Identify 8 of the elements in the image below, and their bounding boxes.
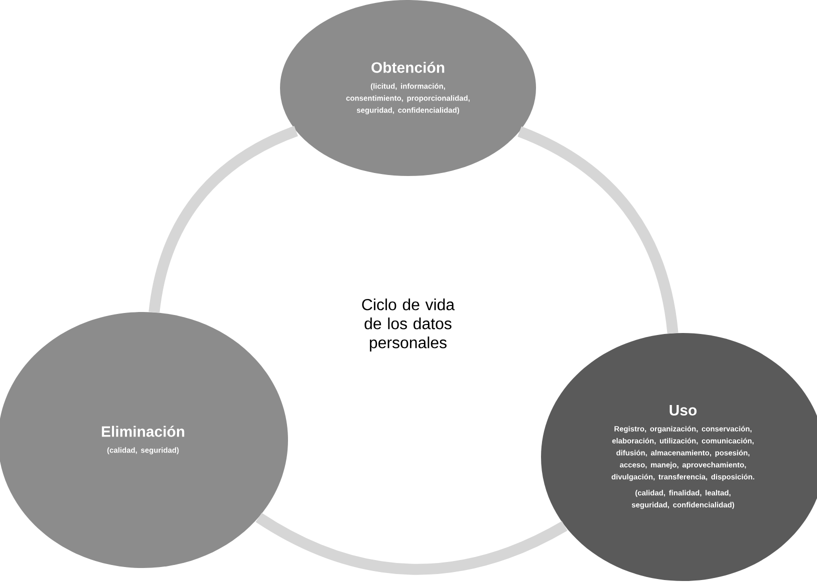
center-text: Ciclo de vida de los datos personales <box>362 298 455 352</box>
node-title: Eliminación <box>102 426 184 437</box>
node-title: Uso <box>670 405 697 416</box>
cycle-arc <box>148 126 298 313</box>
stage-ellipse <box>280 0 536 176</box>
cycle-arc <box>517 126 678 334</box>
node-title: Obtención <box>372 62 444 73</box>
cycle-arc <box>256 512 568 575</box>
